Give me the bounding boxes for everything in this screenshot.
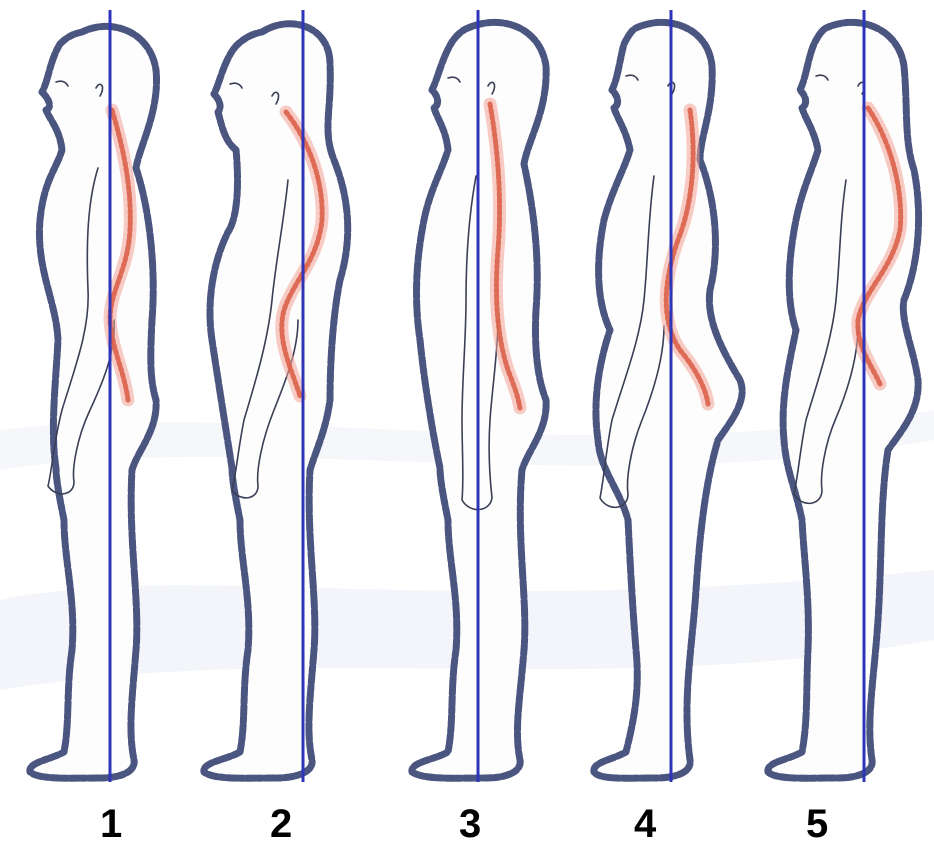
- figure-label-3: 3: [459, 804, 481, 844]
- figure-label-2: 2: [270, 804, 292, 844]
- figure-label-5: 5: [806, 804, 828, 844]
- figure-label-4: 4: [634, 804, 656, 844]
- figure-label-1: 1: [100, 804, 122, 844]
- figure-5: [768, 10, 919, 782]
